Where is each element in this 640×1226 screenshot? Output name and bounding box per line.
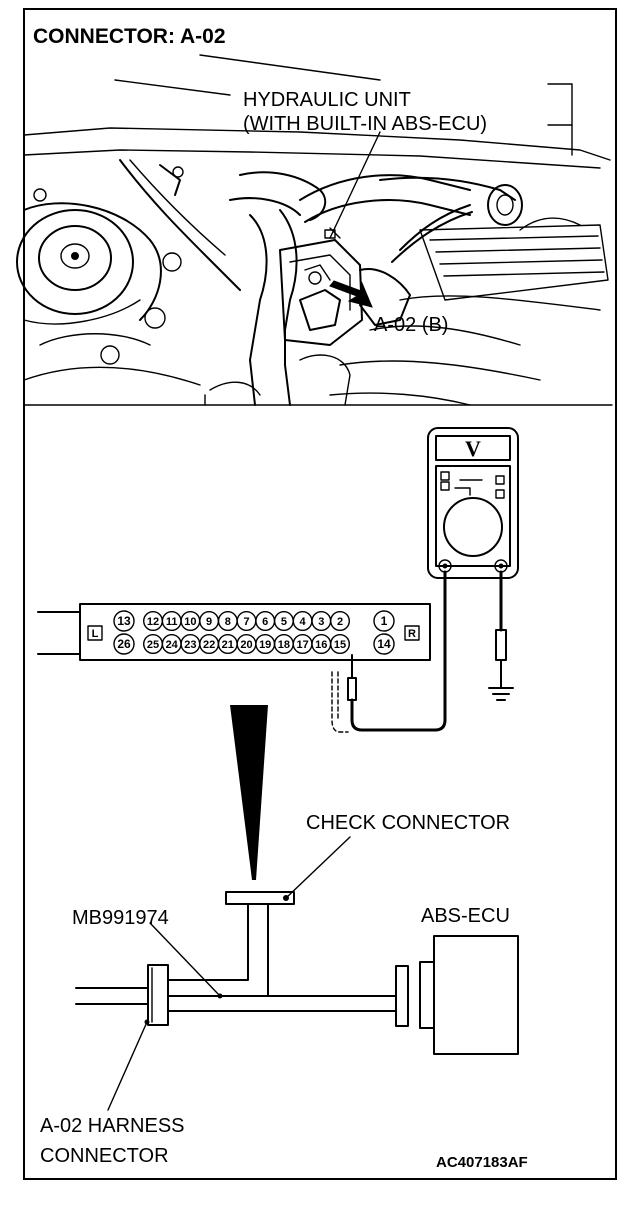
harness-connector-label: A-02 HARNESS	[40, 1115, 185, 1137]
pin-circle	[113, 610, 135, 632]
pin-circle	[113, 633, 135, 655]
harness-connector-body	[147, 964, 169, 1026]
pin-number: 9	[206, 616, 212, 628]
pin-number: 8	[225, 616, 231, 628]
hydraulic-unit-sublabel: (WITH BUILT-IN ABS-ECU)	[243, 113, 487, 135]
pin-number: 11	[166, 616, 178, 628]
abs-ecu-label: ABS-ECU	[421, 905, 510, 927]
pin-number: 26	[117, 637, 131, 651]
pin-number: 17	[296, 639, 308, 651]
pin-number: 14	[377, 637, 391, 651]
pin-number: 20	[240, 639, 252, 651]
pin-number: 2	[337, 616, 343, 628]
voltmeter: V	[427, 427, 519, 579]
voltmeter-symbol: V	[465, 436, 481, 461]
figure-frame	[23, 8, 617, 1180]
pin-number: 3	[318, 616, 324, 628]
schematic	[75, 705, 519, 1111]
ground-icon	[488, 687, 514, 701]
pin-circle	[330, 634, 351, 655]
pin-number: 5	[281, 616, 287, 628]
pin-number: 25	[147, 639, 159, 651]
pin-circle	[373, 610, 395, 632]
pin-number: 12	[147, 616, 159, 628]
pin-circle	[373, 633, 395, 655]
pin-number: 24	[166, 639, 179, 651]
test-leads	[331, 570, 514, 733]
unit-leader	[329, 131, 381, 239]
pin-number: 23	[184, 639, 196, 651]
hoses-and-wiring	[119, 159, 609, 406]
a02-pointer-arrow	[329, 280, 373, 308]
pointer-triangle	[230, 705, 268, 880]
pin-number: 6	[262, 616, 268, 628]
hydraulic-unit-label: HYDRAULIC UNIT	[243, 89, 411, 111]
tool-number-label: MB991974	[72, 907, 169, 929]
pin-circle	[330, 611, 351, 632]
strut-tower	[16, 188, 201, 386]
connector-side-right: R	[408, 628, 416, 640]
pin-number: 1	[381, 614, 388, 628]
harness-connector-sublabel: CONNECTOR	[40, 1145, 169, 1167]
check-connector	[225, 891, 295, 905]
engine-bay-illustration	[16, 54, 613, 406]
figure-code: AC407183AF	[436, 1154, 528, 1171]
connector-side-left: L	[92, 628, 99, 640]
a02-b-label: A-02 (B)	[374, 314, 448, 336]
hydraulic-unit	[204, 227, 411, 406]
pin-number: 22	[203, 639, 215, 651]
check-connector-label: CHECK CONNECTOR	[306, 812, 510, 834]
pin-number: 21	[222, 639, 234, 651]
pin-number: 7	[243, 616, 249, 628]
pin-number: 10	[184, 616, 196, 628]
pin-number: 16	[315, 639, 327, 651]
pin-number: 18	[278, 639, 290, 651]
diagram-title: CONNECTOR: A-02	[33, 25, 226, 48]
abs-ecu-box	[433, 935, 519, 1055]
pin-number: 15	[334, 639, 346, 651]
pin-number: 4	[300, 616, 307, 628]
pin-number: 19	[259, 639, 271, 651]
pin-number: 13	[117, 614, 131, 628]
